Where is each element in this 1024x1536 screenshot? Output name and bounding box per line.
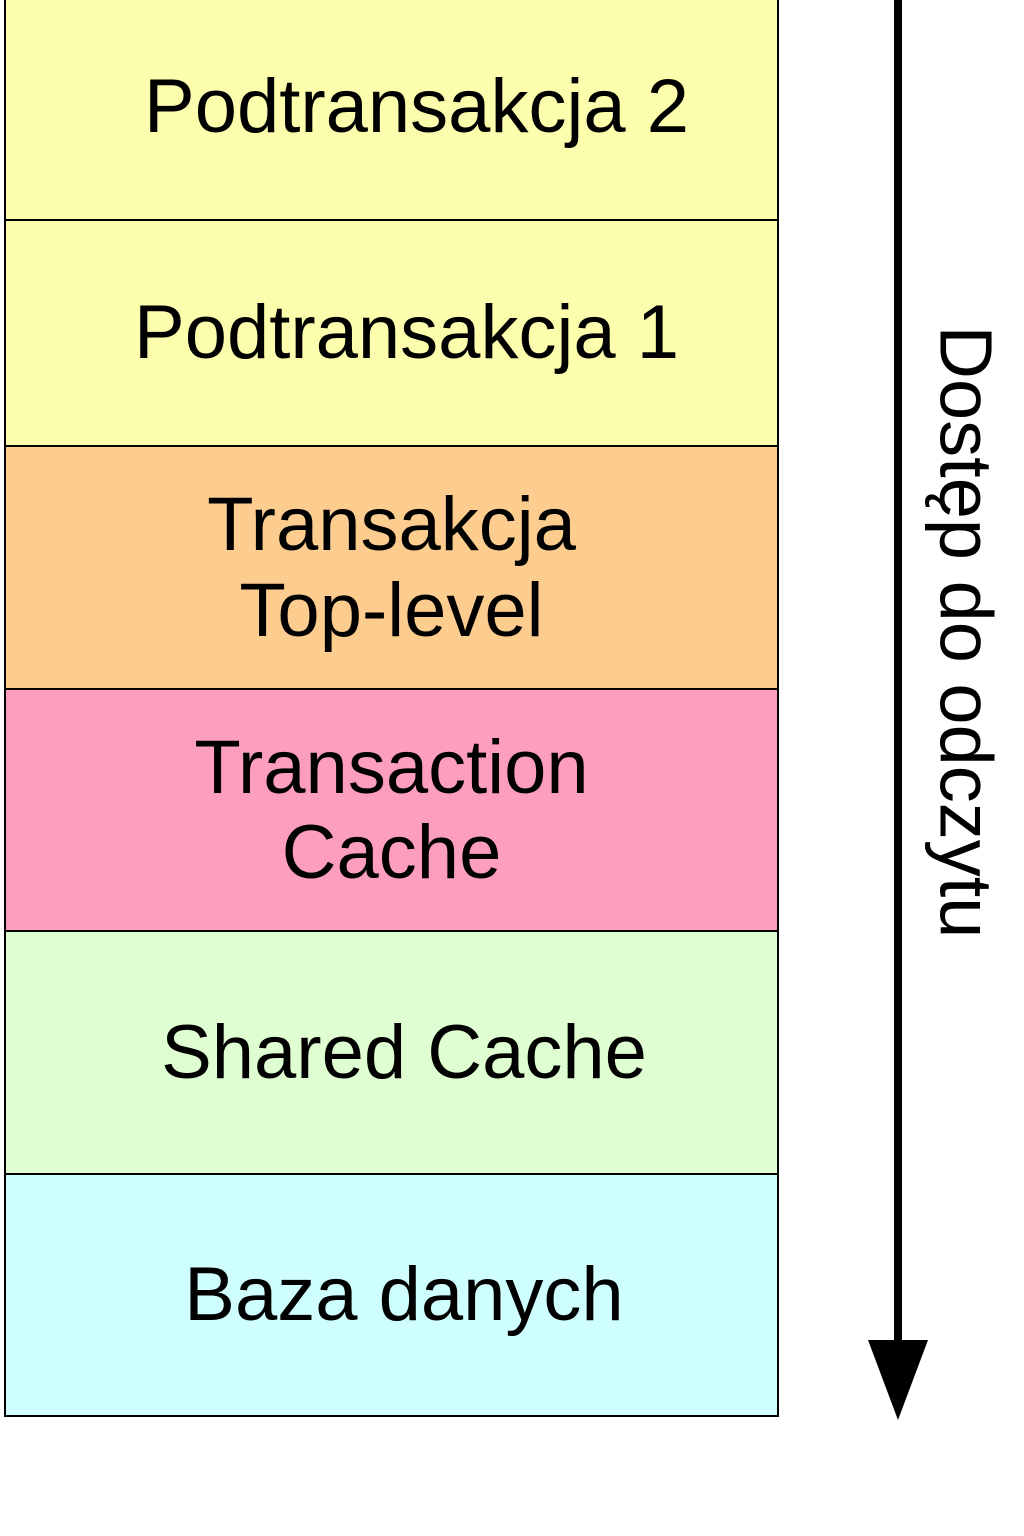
layer-stack: Podtransakcja 2 Podtransakcja 1 Transakcja…: [4, 0, 779, 1417]
layer-box: Shared Cache: [6, 932, 777, 1175]
layer-box: Podtransakcja 1: [6, 220, 777, 448]
layer-box: Baza danych: [6, 1174, 777, 1415]
layer-label-line: Podtransakcja 2: [144, 63, 689, 149]
arrow-head: [868, 1340, 928, 1420]
layer-box: Podtransakcja 2: [6, 0, 777, 221]
layer-label: Baza danych: [184, 1252, 623, 1337]
layer-label-line: Baza danych: [184, 1252, 624, 1338]
layer-label-line: Top-level: [239, 567, 544, 653]
layer-label-line: Transakcja: [207, 482, 576, 568]
arrow-label: Dostęp do odczytu: [924, 325, 1008, 939]
layer-label: Podtransakcja 1: [134, 290, 679, 375]
layer-label-line: Podtransakcja 1: [134, 290, 679, 376]
layer-label: Shared Cache: [161, 1010, 647, 1095]
layer-label-line: Shared Cache: [161, 1009, 647, 1095]
layer-label: Podtransakcja 2: [144, 64, 689, 149]
read-access-arrow: [868, 0, 928, 1420]
layer-label-line: Cache: [281, 809, 502, 895]
layer-label-line: Transaction: [194, 724, 589, 810]
